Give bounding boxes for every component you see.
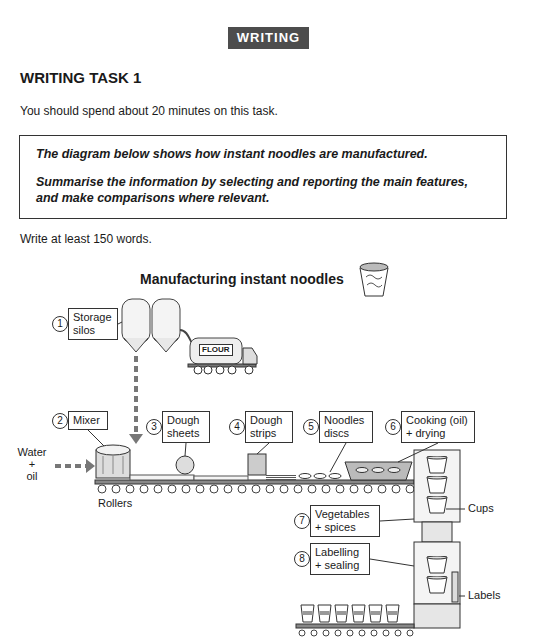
- noodle-disc: [372, 468, 384, 473]
- rollers: [296, 629, 416, 637]
- task-prompt-box: The diagram below shows how instant nood…: [19, 135, 507, 219]
- callout-number: 1: [52, 316, 68, 332]
- dough-strips: [266, 476, 296, 480]
- diagram-title: Manufacturing instant noodles: [140, 271, 344, 287]
- section-banner: WRITING: [228, 27, 309, 49]
- instruction-text: You should spend about 20 minutes on thi…: [20, 104, 278, 118]
- flow-arrow: [55, 464, 86, 468]
- leader-line: [446, 509, 465, 510]
- cup-stack: [414, 456, 460, 516]
- cup-icon-print: [366, 275, 382, 287]
- callout-number: 2: [52, 413, 68, 429]
- sheet-roller: [176, 456, 194, 474]
- unit-base: [414, 604, 460, 628]
- dough-sheet: [194, 476, 248, 480]
- leader-line: [185, 443, 186, 456]
- tanker: [190, 338, 242, 364]
- mixer-top: [96, 445, 130, 455]
- step-label-box: Storage silos: [68, 308, 118, 340]
- label-roll: [452, 572, 458, 602]
- leader-line: [370, 559, 414, 566]
- filling-unit: [414, 450, 460, 522]
- mixer-ribs: [103, 456, 123, 474]
- node-text: Cooking (oil) + drying: [406, 414, 470, 440]
- noodle-disc: [356, 468, 368, 473]
- leader-line: [398, 443, 438, 462]
- noodle-disc: [314, 474, 326, 479]
- step-label-box: Dough strips: [245, 411, 293, 443]
- fryer-tray: [345, 462, 412, 480]
- node-text: WRITING: [228, 27, 309, 49]
- leader-line: [88, 430, 104, 446]
- rollers: [95, 484, 417, 494]
- callout-number: 6: [385, 419, 401, 435]
- leader-line: [330, 443, 346, 472]
- cup-stack: [414, 556, 454, 596]
- node-text: Dough strips: [250, 414, 288, 440]
- callout-number: 4: [229, 419, 245, 435]
- node-text: The diagram below shows how instant nood…: [36, 146, 490, 162]
- node-text: Summarise the information by selecting a…: [36, 174, 490, 206]
- wheel: [204, 366, 212, 374]
- silo-cone: [124, 338, 178, 352]
- finished-cups: [300, 604, 402, 624]
- leader-line: [459, 596, 465, 597]
- leader-line: [257, 443, 269, 454]
- leader-line: [380, 519, 414, 521]
- silo: [122, 299, 150, 343]
- part-label: Cups: [468, 502, 494, 514]
- noodle-disc: [329, 474, 341, 479]
- part-label: Labels: [468, 589, 500, 601]
- wheel: [194, 366, 202, 374]
- wheel: [216, 366, 224, 374]
- callout-number: 3: [146, 419, 162, 435]
- section-heading: WRITING TASK 1: [20, 69, 141, 86]
- cup-icon: [360, 268, 388, 296]
- step-label-box: Cooking (oil) + drying: [401, 411, 475, 443]
- cutter: [248, 454, 266, 475]
- noodle-disc: [299, 474, 311, 479]
- callout-number: 7: [294, 513, 310, 529]
- node-text: Storage silos: [73, 311, 113, 337]
- wheel: [228, 366, 236, 374]
- chute: [422, 522, 452, 542]
- silo: [152, 299, 180, 343]
- tanker-label: FLOUR: [199, 344, 233, 356]
- callout-number: 8: [294, 551, 310, 567]
- sealing-unit: [414, 542, 460, 604]
- step-label-box: Noodles discs: [319, 411, 373, 443]
- flow-arrow: [134, 356, 138, 434]
- cup-icon-lid: [360, 263, 388, 271]
- node-text: Noodles discs: [324, 414, 368, 440]
- conveyor-belt: [95, 480, 414, 484]
- leader-line: [118, 322, 122, 324]
- node-text: Vegetables + spices: [315, 508, 375, 534]
- wheel: [245, 366, 253, 374]
- input-label: Water + oil: [16, 446, 48, 482]
- part-label: Rollers: [98, 497, 132, 509]
- instruction-text: Write at least 150 words.: [20, 232, 152, 246]
- step-label-box: Labelling + sealing: [310, 543, 370, 575]
- callout-number: 5: [303, 419, 319, 435]
- node-text: Dough sheets: [167, 414, 205, 440]
- arrow-head: [129, 434, 143, 444]
- step-label-box: Mixer: [68, 411, 108, 430]
- node-text: Mixer: [73, 414, 103, 427]
- node-text: Labelling + sealing: [315, 546, 365, 572]
- step-label-box: Dough sheets: [162, 411, 210, 443]
- noodle-disc: [388, 468, 400, 473]
- step-label-box: Vegetables + spices: [310, 505, 380, 537]
- truck-cab: [243, 348, 257, 364]
- arrow-head: [86, 459, 95, 473]
- conveyor-belt: [296, 624, 414, 628]
- dough-sheet: [130, 475, 194, 480]
